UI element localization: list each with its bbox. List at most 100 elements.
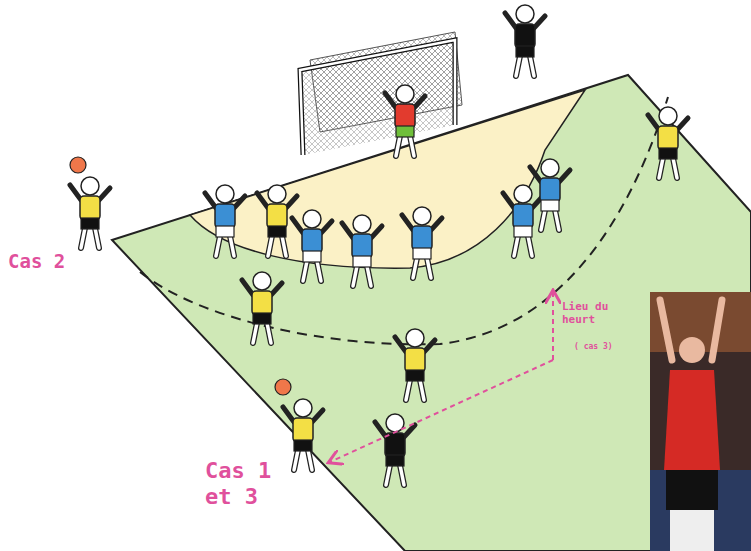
shorts (386, 455, 404, 466)
legs (541, 210, 559, 230)
shirt (405, 348, 425, 372)
legs (516, 56, 534, 76)
shirt (80, 196, 100, 220)
head (516, 5, 534, 23)
head (396, 85, 414, 103)
legs (253, 323, 271, 343)
shorts (81, 218, 99, 229)
shirt (267, 204, 287, 228)
legs (216, 236, 234, 256)
player-figure (503, 185, 543, 256)
player-figure (342, 215, 382, 286)
legs (268, 236, 286, 256)
legs (303, 261, 321, 281)
player-figure (283, 399, 323, 470)
head (659, 107, 677, 125)
legs (659, 158, 677, 178)
shirt (352, 234, 372, 258)
shirt (252, 291, 272, 315)
shirt (412, 226, 432, 250)
legs (294, 450, 312, 470)
legs (516, 56, 534, 76)
shorts (541, 200, 559, 211)
player-figure (375, 414, 415, 485)
legs (386, 465, 404, 485)
legs (81, 228, 99, 248)
shirt (302, 229, 322, 253)
head (303, 210, 321, 228)
shorts (659, 148, 677, 159)
shorts (406, 370, 424, 381)
legs (413, 258, 431, 278)
legs (253, 323, 271, 343)
shorts (268, 226, 286, 237)
player-figure (505, 5, 545, 76)
head (294, 399, 312, 417)
shorts (303, 251, 321, 262)
goal (300, 32, 462, 155)
free-throw-line (140, 97, 668, 344)
legs (353, 266, 371, 286)
player-figure (385, 85, 425, 156)
head (81, 177, 99, 195)
head (514, 185, 532, 203)
shorts (413, 248, 431, 259)
impact-arrow (330, 360, 553, 462)
legs (659, 158, 677, 178)
legs (541, 210, 559, 230)
shirt (215, 204, 235, 228)
impact-arrow (552, 292, 554, 360)
shirt (385, 433, 405, 457)
head (353, 215, 371, 233)
legs (396, 136, 414, 156)
shirt (513, 204, 533, 228)
player-figure (257, 185, 297, 256)
shirt (540, 178, 560, 202)
legs (406, 380, 424, 400)
case-label: Lieu du heurt (562, 300, 620, 326)
shorts (253, 313, 271, 324)
player-figure (648, 107, 688, 178)
shorts (514, 226, 532, 237)
head (406, 329, 424, 347)
legs (514, 236, 532, 256)
legs (353, 266, 371, 286)
player-figure (70, 177, 110, 248)
legs (294, 450, 312, 470)
shorts (216, 226, 234, 237)
legs (396, 136, 414, 156)
player-figure (395, 329, 435, 400)
head (541, 159, 559, 177)
case-label: ( cas 3) (574, 342, 624, 352)
shirt (515, 24, 535, 48)
legs (303, 261, 321, 281)
referee-photo (650, 292, 751, 551)
player-figure (402, 207, 442, 278)
shirt (293, 418, 313, 442)
legs (406, 380, 424, 400)
legs (81, 228, 99, 248)
player-figure (242, 272, 282, 343)
case-label: Cas 1 et 3 (205, 458, 285, 511)
player-figure (292, 210, 332, 281)
legs (386, 465, 404, 485)
legs (216, 236, 234, 256)
head (268, 185, 286, 203)
shorts (353, 256, 371, 267)
field (112, 75, 751, 551)
ball (70, 157, 86, 173)
shirt (395, 104, 415, 128)
player-figure (205, 185, 245, 256)
legs (514, 236, 532, 256)
head (216, 185, 234, 203)
shorts (396, 126, 414, 137)
head (413, 207, 431, 225)
shirt (658, 126, 678, 150)
ball (275, 379, 291, 395)
legs (413, 258, 431, 278)
shorts (294, 440, 312, 451)
players (70, 5, 688, 485)
legs (268, 236, 286, 256)
